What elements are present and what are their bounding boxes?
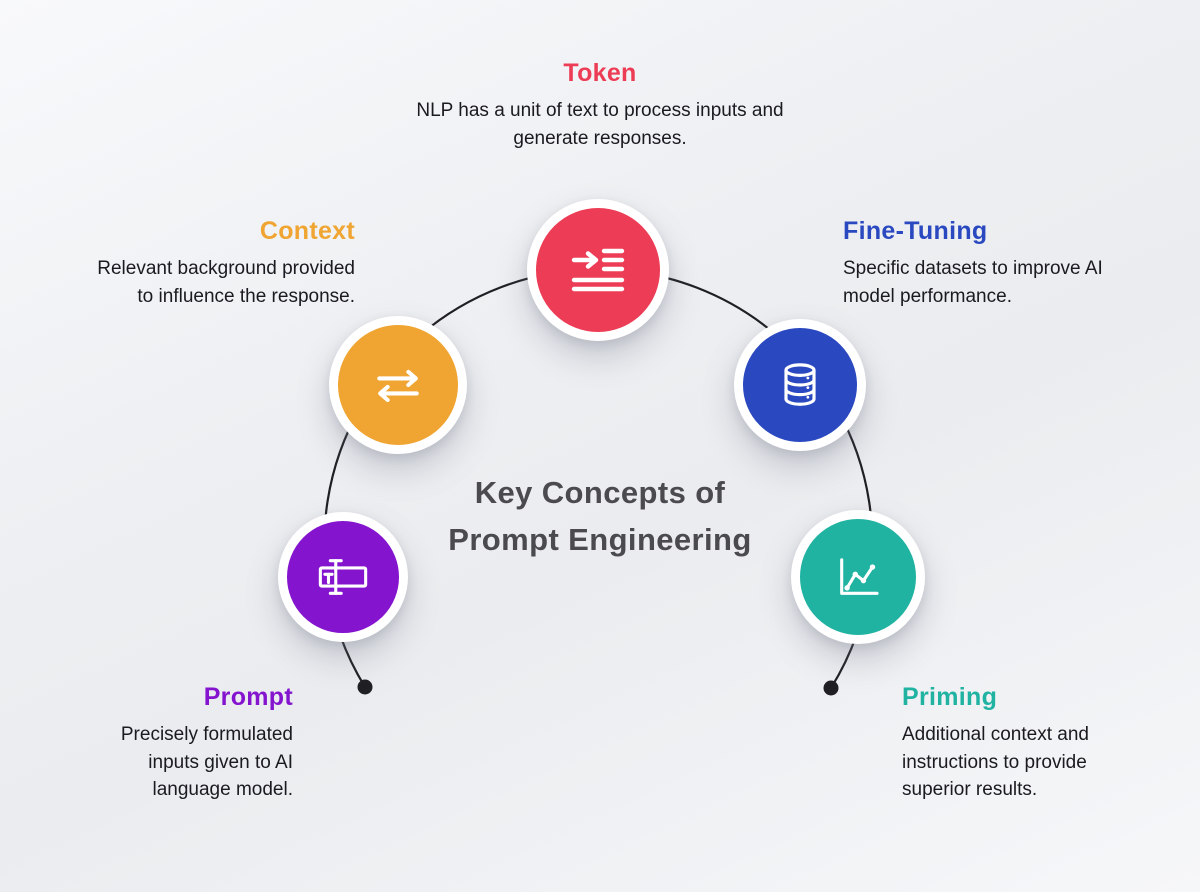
priming-node xyxy=(791,510,925,644)
finetuning-title: Fine-Tuning xyxy=(843,217,988,245)
token-description: NLP has a unit of text to process inputs… xyxy=(416,100,784,149)
finetuning-description: Specific datasets to improve AI model pe… xyxy=(843,258,1103,307)
prompt-description: Precisely formulated inputs given to AI … xyxy=(120,724,293,800)
text-field-icon xyxy=(318,559,368,595)
prompt-title: Prompt xyxy=(203,683,293,711)
swap-arrows-icon xyxy=(377,369,419,403)
finetuning-label-block: Fine-Tuning Specific datasets to improve… xyxy=(843,213,1173,310)
context-description: Relevant background provided to influenc… xyxy=(97,258,355,307)
arc-endpoint-dot-right xyxy=(823,680,839,696)
token-title: Token xyxy=(563,59,637,87)
context-label-block: Context Relevant background provided to … xyxy=(40,213,355,310)
priming-title: Priming xyxy=(902,683,998,711)
page-title: Key Concepts of Prompt Engineering xyxy=(448,475,752,557)
database-icon xyxy=(784,363,816,406)
priming-description: Additional context and instructions to p… xyxy=(902,724,1089,800)
token-node xyxy=(527,199,669,341)
priming-label-block: Priming Additional context and instructi… xyxy=(902,679,1172,804)
prompt-node xyxy=(278,512,408,642)
context-node xyxy=(329,316,467,454)
token-label-block: Token NLP has a unit of text to process … xyxy=(300,55,900,152)
arc-endpoint-dot-left xyxy=(357,679,373,695)
context-title: Context xyxy=(259,217,355,245)
finetuning-node xyxy=(734,319,866,451)
line-chart-icon xyxy=(840,558,879,595)
indent-lines-icon xyxy=(571,248,625,292)
prompt-label-block: Prompt Precisely formulated inputs given… xyxy=(58,679,293,804)
